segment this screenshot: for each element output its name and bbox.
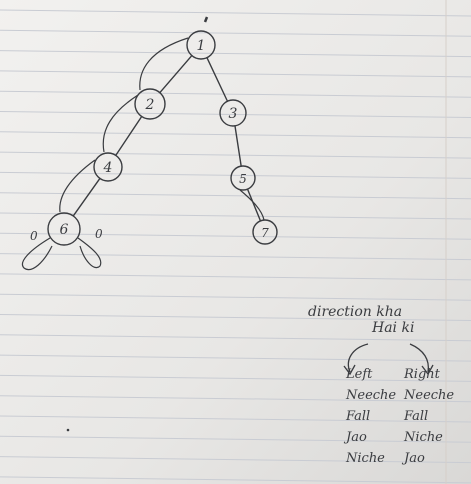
edge-n5-n7 [246,188,262,222]
traversal-arrow-3 [59,159,96,213]
ruled-line [0,70,471,78]
null-marks: 0 0 [30,227,103,243]
ruled-line [0,354,471,362]
traversal-arrow-2 [102,94,139,153]
traversal-arrow-5 [77,237,102,269]
ruled-line [0,29,471,37]
tree-node-7: 7 [252,219,278,245]
ruled-line [0,374,471,382]
null-mark-right: 0 [95,227,103,241]
right-item: Fall [403,409,428,424]
notes: direction kha Hai ki LeftNeecheFallJaoNi… [308,304,454,466]
null-mark-left: 0 [30,229,38,243]
node-label: 7 [261,226,269,240]
ruled-line [0,293,471,301]
traversal-arrow-6 [239,189,265,221]
ruled-line [0,50,471,58]
node-circle [252,219,278,245]
ruled-line [0,273,471,281]
edge-n1-n3 [206,56,229,102]
ruled-line [0,131,471,139]
traversal-arrows [21,37,265,271]
ruled-line [0,395,471,403]
node-label: 3 [229,106,238,122]
tree-node-6: 6 [47,212,81,246]
root-mark [203,16,209,23]
node-label: 4 [103,160,113,176]
ruled-line [0,435,471,443]
ruled-line [0,476,471,484]
edge-n4-n6 [72,177,101,217]
node-circle [134,88,166,120]
tree-nodes: 1 2 3 4 5 6 7 [47,30,278,246]
traversal-arrow-4 [21,237,53,271]
ruled-line [0,314,471,321]
tree-node-5: 5 [230,165,256,191]
right-item: Niche [403,430,443,445]
arrowhead-right [421,364,434,376]
tree-node-2: 2 [134,88,166,120]
node-label: 1 [197,38,206,54]
traversal-arrow-1 [139,37,189,91]
edge-n1-n2 [159,54,193,94]
edge-n2-n4 [115,115,143,157]
left-item: Jao [343,430,367,445]
edge-n3-n5 [234,125,242,167]
ruled-line [0,192,471,200]
ruled-line [0,456,471,464]
notes-heading-line1: direction kha [308,304,402,320]
ruled-line [0,415,471,423]
arrowhead-left [343,364,356,376]
tree-edges [72,16,262,222]
notes-heading-line2: Hai ki [371,320,414,336]
left-item: Fall [345,409,370,424]
ruled-line [0,111,471,118]
node-label: 6 [60,222,69,238]
node-label: 5 [239,172,247,186]
ink-dot [66,428,70,432]
tree-node-4: 4 [93,152,123,182]
arrow-to-left-column [347,343,369,373]
node-circle [219,99,247,127]
left-item: Niche [345,451,385,466]
arrow-to-right-column [409,343,430,373]
ruled-line [0,9,471,17]
ruled-line [0,334,471,342]
tree-node-1: 1 [186,30,216,60]
node-circle [230,165,256,191]
ruled-line [0,90,471,98]
right-item: Neeche [403,388,454,403]
tree-node-3: 3 [219,99,247,127]
node-circle [47,212,81,246]
node-label: 2 [145,97,155,113]
left-item: Neeche [345,388,396,403]
ruled-line [0,151,471,159]
right-item: Right [403,367,441,382]
node-circle [186,30,216,60]
ruled-line [0,253,471,261]
right-item: Jao [401,451,425,466]
ruled-line [0,212,471,220]
node-circle [93,152,123,182]
